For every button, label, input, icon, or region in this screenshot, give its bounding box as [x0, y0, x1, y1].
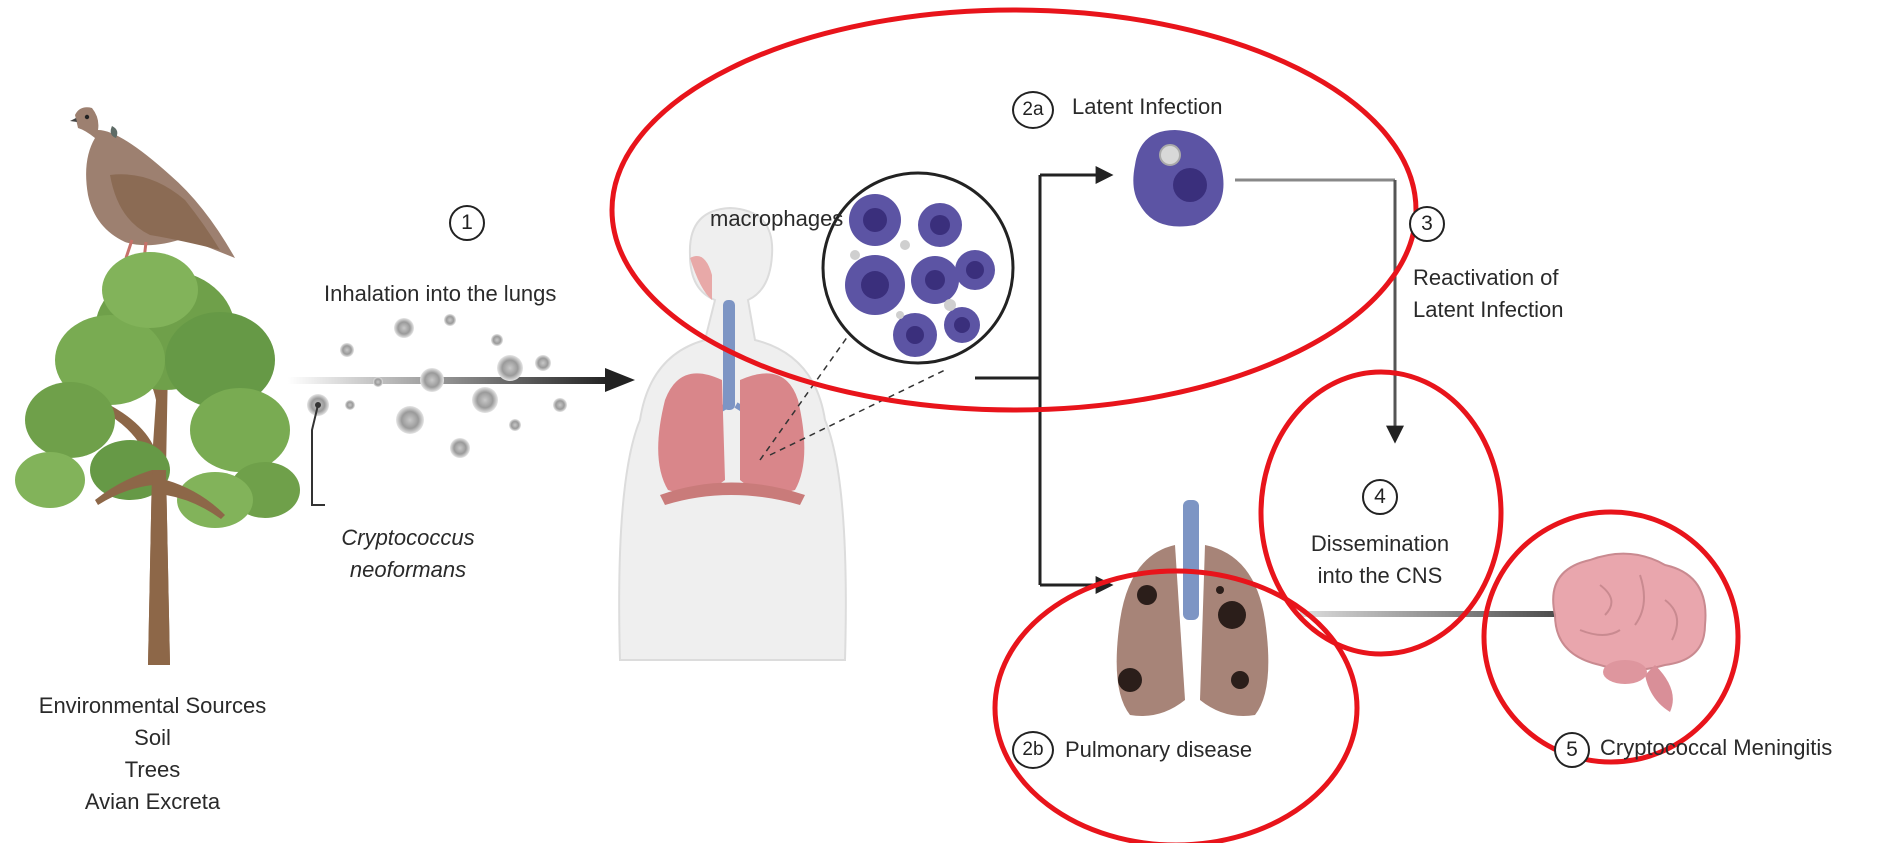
step-4-label: Dissemination into the CNS — [1285, 528, 1475, 592]
organism-name: Cryptococcus neoformans — [318, 522, 498, 586]
step-3-badge: 3 — [1409, 206, 1445, 242]
latent-macrophage-icon — [1133, 130, 1223, 226]
spore-stream — [288, 314, 635, 505]
step-2a-label: Latent Infection — [1072, 91, 1222, 123]
step-3-label: Reactivation of Latent Infection — [1413, 262, 1563, 326]
step-3-line-2: Latent Infection — [1413, 294, 1563, 326]
step-2b-badge: 2b — [1012, 731, 1054, 769]
tree-icon — [15, 252, 300, 665]
step-4-line-2: into the CNS — [1285, 560, 1475, 592]
step-1-badge: 1 — [449, 205, 485, 241]
organism-line-1: Cryptococcus — [341, 525, 474, 550]
pigeon-icon — [70, 107, 235, 260]
source-soil: Soil — [0, 722, 305, 754]
source-trees: Trees — [0, 754, 305, 786]
sources-heading: Environmental Sources — [0, 690, 305, 722]
step-5-badge: 5 — [1554, 732, 1590, 768]
step-2b-label: Pulmonary disease — [1065, 734, 1252, 766]
step-1-label: Inhalation into the lungs — [324, 278, 556, 310]
brain-icon — [1553, 554, 1705, 712]
organism-line-2: neoformans — [350, 557, 466, 582]
step-4-line-1: Dissemination — [1285, 528, 1475, 560]
source-avian: Avian Excreta — [0, 786, 305, 818]
sources-block: Environmental Sources Soil Trees Avian E… — [0, 690, 305, 818]
step-5-label: Cryptococcal Meningitis — [1600, 732, 1832, 764]
step-2a-badge: 2a — [1012, 91, 1054, 129]
diseased-lungs-icon — [1117, 500, 1269, 716]
step-3-line-1: Reactivation of — [1413, 262, 1563, 294]
macrophages-label: macrophages — [710, 203, 843, 235]
step-4-badge: 4 — [1362, 479, 1398, 515]
